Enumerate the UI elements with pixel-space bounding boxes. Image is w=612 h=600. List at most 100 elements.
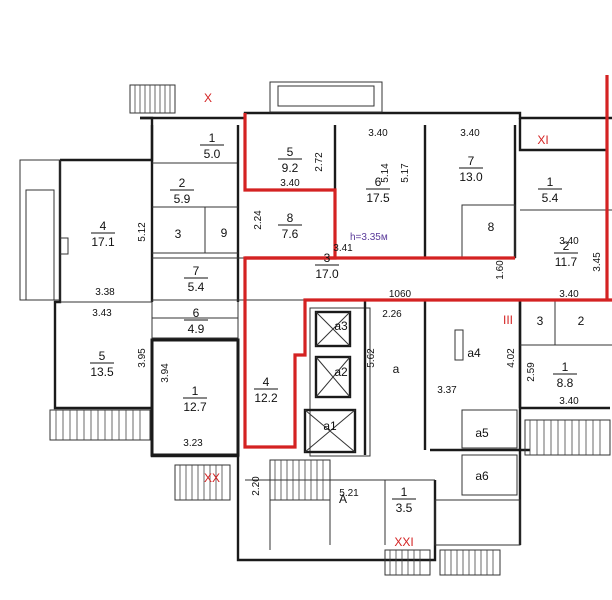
dimension-label: 3.40 bbox=[460, 128, 480, 139]
dimension-label: 3.94 bbox=[160, 363, 171, 383]
dimension-label: 5.12 bbox=[137, 222, 148, 242]
room-number: 1 bbox=[547, 175, 554, 189]
room-area: 5.9 bbox=[174, 192, 191, 206]
room-number: 6 bbox=[375, 175, 382, 189]
room-label: a6 bbox=[475, 469, 489, 483]
exterior-walls bbox=[19, 111, 612, 562]
dimension-label: 3.40 bbox=[559, 396, 579, 407]
room-area: 8.8 bbox=[557, 376, 574, 390]
room-number: 5 bbox=[99, 349, 106, 363]
interior-walls bbox=[60, 125, 612, 550]
dimension-label: 2.24 bbox=[253, 210, 264, 230]
room-area: 12.2 bbox=[254, 391, 278, 405]
room-area: 13.5 bbox=[90, 365, 114, 379]
dimension-label: 5.21 bbox=[339, 488, 359, 499]
room-area: 5.4 bbox=[542, 191, 559, 205]
room-label: 2 bbox=[578, 314, 585, 328]
room-label: 25.9 bbox=[170, 176, 194, 206]
room-label: 513.5 bbox=[90, 349, 114, 379]
room-number: a bbox=[393, 362, 400, 376]
room-number: 3 bbox=[537, 314, 544, 328]
room-label: 8 bbox=[488, 220, 495, 234]
section-mark-xxi: XXI bbox=[394, 535, 413, 549]
room-area: 7.6 bbox=[282, 227, 299, 241]
room-area: 4.9 bbox=[188, 322, 205, 336]
dimension-label: 1060 bbox=[389, 289, 412, 300]
room-label: 13.5 bbox=[392, 485, 416, 515]
section-mark-x: X bbox=[204, 91, 212, 105]
room-label: 64.9 bbox=[184, 306, 208, 336]
room-number: 3 bbox=[324, 251, 331, 265]
room-label: a3 bbox=[334, 319, 348, 333]
room-area: 17.0 bbox=[315, 267, 339, 281]
section-mark-iii: III bbox=[503, 313, 513, 327]
dimension-label: 2.26 bbox=[382, 309, 402, 320]
room-number: a5 bbox=[475, 426, 489, 440]
room-number: 2 bbox=[179, 176, 186, 190]
room-area: 13.0 bbox=[459, 170, 483, 184]
room-number: a1 bbox=[323, 419, 337, 433]
room-number: 8 bbox=[287, 211, 294, 225]
room-number: A bbox=[339, 492, 347, 506]
unit-boundary bbox=[243, 75, 612, 449]
room-area: 17.1 bbox=[91, 235, 115, 249]
room-area: 17.5 bbox=[366, 191, 390, 205]
room-number: a4 bbox=[467, 346, 481, 360]
stairs bbox=[49, 81, 611, 576]
room-label: 59.2 bbox=[278, 145, 302, 175]
room-number: 4 bbox=[263, 375, 270, 389]
room-label: A bbox=[339, 492, 347, 506]
room-label: a bbox=[393, 362, 400, 376]
room-number: 2 bbox=[578, 314, 585, 328]
dimension-label: 3.40 bbox=[280, 178, 300, 189]
room-label: 617.5 bbox=[366, 175, 390, 205]
dimension-label: 3.40 bbox=[559, 236, 579, 247]
room-number: 4 bbox=[100, 219, 107, 233]
dimension-label: 3.38 bbox=[95, 287, 115, 298]
dimension-label: 3.95 bbox=[137, 348, 148, 368]
room-number: a3 bbox=[334, 319, 348, 333]
dimension-label: 3.40 bbox=[559, 289, 579, 300]
room-number: 3 bbox=[175, 227, 182, 241]
dimension-label: 2.59 bbox=[526, 362, 537, 382]
room-label: 412.2 bbox=[254, 375, 278, 405]
dimension-label: 3.41 bbox=[333, 243, 353, 254]
section-mark-xx: XX bbox=[204, 471, 220, 485]
room-label: 713.0 bbox=[459, 154, 483, 184]
room-label: 3 bbox=[537, 314, 544, 328]
room-number: 2 bbox=[563, 239, 570, 253]
dimension-label: 1.60 bbox=[495, 260, 506, 280]
room-number: 9 bbox=[221, 226, 228, 240]
room-label: 18.8 bbox=[553, 360, 577, 390]
dimension-label: 5.14 bbox=[380, 163, 391, 183]
room-number: 7 bbox=[193, 264, 200, 278]
room-label: 112.7 bbox=[183, 384, 207, 414]
room-label: 211.7 bbox=[554, 239, 578, 269]
room-number: 5 bbox=[287, 145, 294, 159]
room-label: 417.1 bbox=[91, 219, 115, 249]
room-label: a5 bbox=[475, 426, 489, 440]
room-number: 7 bbox=[468, 154, 475, 168]
ceiling-height-note: h=3.35м bbox=[350, 232, 388, 243]
room-label: 15.0 bbox=[200, 131, 224, 161]
dimension-label: 3.43 bbox=[92, 308, 112, 319]
section-mark-xi: XI bbox=[537, 133, 548, 147]
room-area: 9.2 bbox=[282, 161, 299, 175]
room-label: 3 bbox=[175, 227, 182, 241]
room-number: 8 bbox=[488, 220, 495, 234]
dimension-label: 3.45 bbox=[592, 252, 603, 272]
section-marks: X XI III XX XXI bbox=[204, 91, 549, 549]
room-label: 9 bbox=[221, 226, 228, 240]
room-label: 15.4 bbox=[538, 175, 562, 205]
room-number: 6 bbox=[193, 306, 200, 320]
dimension-label: 4.02 bbox=[506, 348, 517, 368]
room-area: 12.7 bbox=[183, 400, 207, 414]
room-number: 1 bbox=[209, 131, 216, 145]
dimension-label: 2.20 bbox=[251, 476, 262, 496]
room-label: a2 bbox=[334, 365, 348, 379]
dimension-label: 5.62 bbox=[366, 348, 377, 368]
dimension-label: 5.17 bbox=[400, 163, 411, 183]
dimension-label: 2.72 bbox=[314, 152, 325, 172]
room-number: a2 bbox=[334, 365, 348, 379]
